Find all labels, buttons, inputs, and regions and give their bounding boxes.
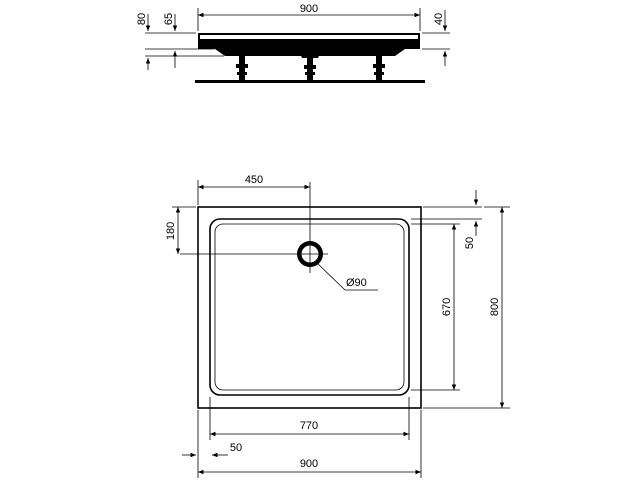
side-view-feet [236,56,385,80]
side-view-floor [195,80,425,83]
side-rim-height-dimension: 40 [433,13,445,25]
side-tray-depth-dimension: 65 [163,13,175,25]
side-width-dimension: 900 [300,3,318,15]
rim-side-dimension: 50 [230,442,242,454]
drain-x-dimension: 450 [245,174,263,186]
side-view: 900 80 65 40 [136,3,450,83]
inner-width-dimension: 770 [300,420,318,432]
top-view: 450 180 50 Ø90 670 800 770 50 [165,174,510,478]
tray-outline [197,206,422,409]
tray-basin-inner [214,223,405,391]
side-view-drain-body [298,42,322,58]
drain-y-dimension: 180 [165,222,177,240]
overall-length-dimension: 800 [489,298,501,316]
tray-basin-outer [209,218,410,396]
inner-length-dimension: 670 [441,298,453,316]
side-view-tray-top-highlight [200,35,418,39]
side-overall-height-dimension: 80 [136,13,148,25]
drain-diameter-label: Ø90 [346,277,367,289]
rim-top-dimension: 50 [464,237,476,249]
overall-width-dimension: 900 [300,458,318,470]
